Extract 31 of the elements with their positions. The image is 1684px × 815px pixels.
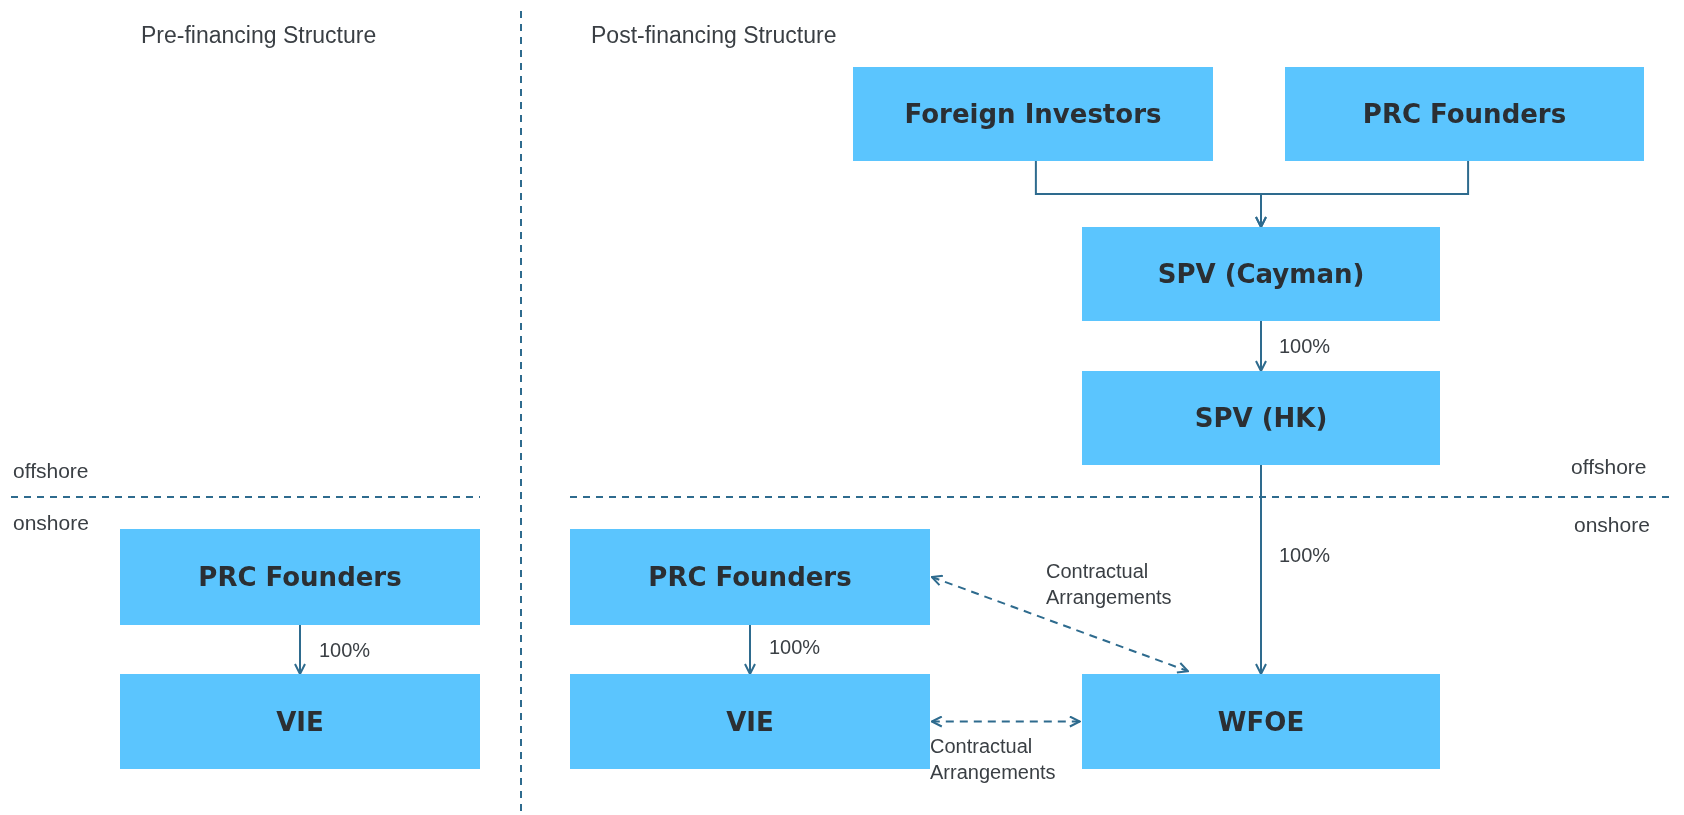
zone-label: offshore (13, 459, 89, 483)
entity-name: SPV (Cayman) (1157, 259, 1365, 289)
entity-box (1082, 371, 1440, 465)
entity-box (570, 529, 930, 625)
arrow (1255, 464, 1267, 675)
entity-name: PRC Founders (648, 562, 852, 592)
arrow (1255, 160, 1470, 228)
dashed-arrow (930, 715, 1081, 728)
entity-box (120, 674, 480, 769)
arrow (744, 624, 756, 675)
entity-name: WFOE (1217, 706, 1305, 737)
section-heading: Pre-financing Structure (141, 22, 377, 49)
entity-box (570, 674, 930, 769)
entity-box (1082, 227, 1440, 321)
dashed-arrow (930, 574, 1189, 674)
zone-label: onshore (13, 511, 89, 535)
entity-name: Foreign Investors (904, 99, 1162, 129)
entity-box (120, 529, 480, 625)
entity-box (853, 67, 1213, 161)
arrow (294, 624, 306, 675)
arrow (1255, 320, 1267, 372)
entity-box (1082, 674, 1440, 769)
entity-name: SPV (HK) (1194, 403, 1328, 433)
zone-label: offshore (1571, 455, 1647, 479)
entity-name: VIE (276, 706, 324, 737)
zone-label: onshore (1574, 513, 1650, 537)
entity-name: VIE (726, 706, 774, 737)
entity-name: PRC Founders (198, 562, 402, 592)
entity-box (1285, 67, 1644, 161)
entity-name: PRC Founders (1362, 99, 1567, 129)
section-heading: Post-financing Structure (591, 22, 837, 49)
